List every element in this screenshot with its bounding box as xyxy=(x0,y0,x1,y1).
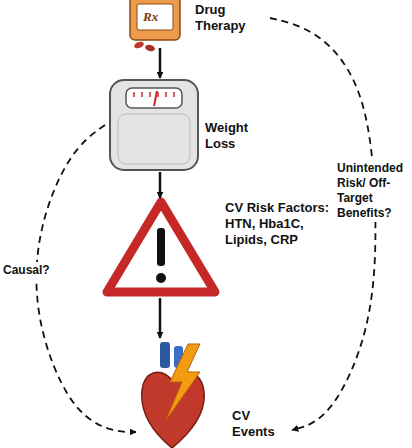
scale-icon xyxy=(110,80,198,170)
weight-node: Weight Loss xyxy=(105,78,257,172)
edge-label: Causal? xyxy=(2,262,51,279)
edge-label: Unintended Risk/ Off-Target Benefits? xyxy=(336,160,410,222)
pill-bottle-icon xyxy=(130,0,180,52)
dashed-arrow xyxy=(36,125,136,432)
node-label: CV Risk Factors: HTN, Hba1C, Lipids, CRP xyxy=(225,200,341,248)
solid-arrow xyxy=(159,298,162,338)
node-label: Weight Loss xyxy=(205,120,255,152)
node-label: CV Events xyxy=(232,408,290,440)
risk-node: CV Risk Factors: HTN, Hba1C, Lipids, CRP xyxy=(103,198,343,298)
warning-triangle-icon xyxy=(107,202,215,292)
drug-node: Drug Therapy xyxy=(125,0,270,48)
solid-arrow xyxy=(159,172,162,198)
solid-arrow xyxy=(159,48,162,78)
rx-symbol: Rx xyxy=(143,10,158,24)
events-node: CV Events xyxy=(136,338,292,448)
heart-icon xyxy=(142,342,204,448)
node-label: Drug Therapy xyxy=(195,2,267,34)
